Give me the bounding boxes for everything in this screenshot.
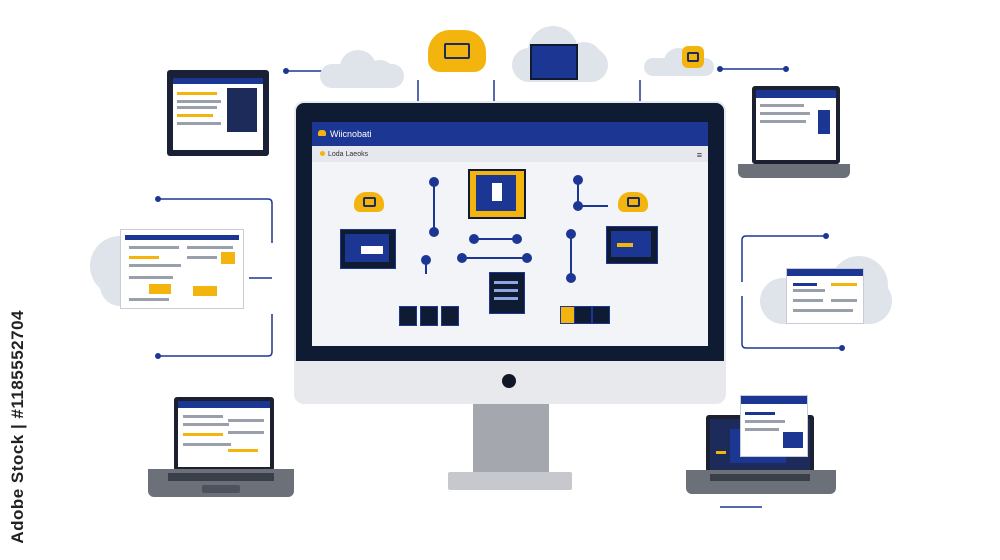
laptop-bottom-left-screen <box>174 397 274 471</box>
mini-tile <box>592 306 610 324</box>
monitor-screen: Wiicnobati Loda Laeoks ≡ <box>312 122 708 346</box>
tablet-top-left <box>167 70 269 156</box>
document-card-left <box>120 229 244 309</box>
screen-node-right <box>606 226 658 264</box>
menu-icon[interactable]: ≡ <box>696 150 702 160</box>
mini-tile <box>574 306 592 324</box>
cloud-node-icon <box>618 192 648 212</box>
watermark-side-text: Adobe Stock | #1185552704 <box>8 310 27 544</box>
server-tile <box>468 169 526 219</box>
list-node <box>489 272 525 314</box>
cloud-node-icon <box>354 192 384 212</box>
laptop-bottom-right-base <box>686 470 836 494</box>
overlay-window-card <box>740 395 808 457</box>
network-diagram <box>421 175 608 283</box>
monitor-stand-base <box>448 472 572 490</box>
app-subbar: Loda Laeoks ≡ <box>312 146 708 162</box>
laptop-top-right-screen <box>752 86 840 164</box>
small-cloud-badge-icon <box>682 46 704 68</box>
power-button[interactable] <box>502 374 516 388</box>
app-header: Wiicnobati <box>312 122 708 146</box>
app-title: Wiicnobati <box>330 129 372 139</box>
mini-tile <box>441 306 459 326</box>
mini-tile <box>420 306 438 326</box>
screen-node-left <box>340 229 396 269</box>
tablet-device-icon <box>530 44 578 80</box>
document-card-right <box>786 268 864 324</box>
subbar-label: Loda Laeoks <box>328 150 369 158</box>
cloud-top-left <box>320 48 404 88</box>
mini-tile <box>399 306 417 326</box>
laptop-bottom-left-base <box>148 469 294 497</box>
cloud-storage-icon <box>428 30 486 72</box>
status-dot-icon <box>320 151 325 156</box>
monitor-stand-neck <box>473 404 549 476</box>
laptop-top-right-base <box>738 164 850 178</box>
cloud-logo-icon <box>318 130 326 136</box>
